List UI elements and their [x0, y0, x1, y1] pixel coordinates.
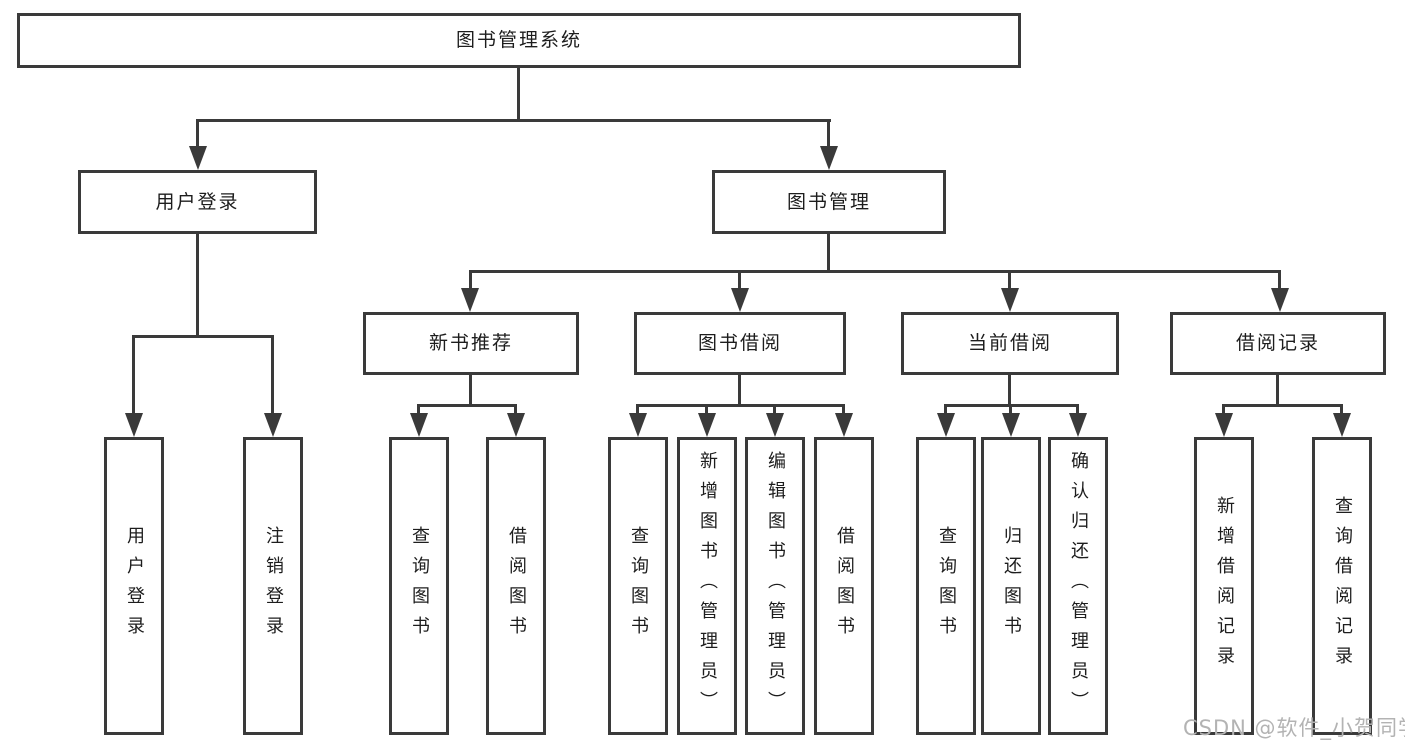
- leaf-newbook-query: 查询图书: [389, 437, 449, 735]
- node-new-book-recommend: 新书推荐: [363, 312, 579, 375]
- arrow-down-icon: [410, 413, 428, 437]
- connector-records-bus: [1222, 404, 1342, 407]
- node-user-login: 用户登录: [78, 170, 317, 234]
- watermark: CSDN @软件_小贺同学: [1183, 716, 1405, 740]
- arrow-down-icon: [820, 146, 838, 170]
- leaf-current-confirm-admin: 确认归还（管理员）: [1048, 437, 1108, 735]
- connector-currentborrow-stem: [1008, 373, 1011, 407]
- leaf-current-query: 查询图书: [916, 437, 976, 735]
- leaf-newbook-borrow: 借阅图书: [486, 437, 546, 735]
- connector-l1-bus: [196, 119, 831, 122]
- connector-l1-right-stem: [827, 119, 830, 151]
- arrow-down-icon: [1215, 413, 1233, 437]
- connector-currentborrow-c2: [1009, 404, 1012, 418]
- connector-records-c1: [1222, 404, 1225, 418]
- connector-userlogin-child1-stem: [132, 335, 135, 418]
- arrow-down-icon: [766, 413, 784, 437]
- connector-l2-stem-4: [1278, 270, 1281, 290]
- arrow-down-icon: [1271, 288, 1289, 312]
- arrow-down-icon: [1002, 413, 1020, 437]
- connector-bookmgmt-stem: [827, 232, 830, 273]
- leaf-user-login: 用户登录: [104, 437, 164, 735]
- arrow-down-icon: [125, 413, 143, 437]
- connector-newbook-bus: [417, 404, 517, 407]
- connector-bookborrow-stem: [738, 373, 741, 407]
- connector-bookborrow-c2: [705, 404, 708, 418]
- arrow-down-icon: [461, 288, 479, 312]
- arrow-down-icon: [264, 413, 282, 437]
- connector-currentborrow-c3: [1076, 404, 1079, 418]
- leaf-current-return: 归还图书: [981, 437, 1041, 735]
- connector-userlogin-child2-stem: [271, 335, 274, 418]
- connector-l2-stem-1: [469, 270, 472, 290]
- arrow-down-icon: [937, 413, 955, 437]
- leaf-borrow-edit-admin: 编辑图书（管理员）: [745, 437, 805, 735]
- connector-userlogin-bus: [132, 335, 274, 338]
- node-book-management: 图书管理: [712, 170, 946, 234]
- leaf-record-query: 查询借阅记录: [1312, 437, 1372, 735]
- connector-l2-bus: [469, 270, 1281, 273]
- leaf-borrow-borrow: 借阅图书: [814, 437, 874, 735]
- arrow-down-icon: [835, 413, 853, 437]
- arrow-down-icon: [189, 146, 207, 170]
- connector-records-stem: [1276, 373, 1279, 407]
- connector-bookborrow-c4: [842, 404, 845, 418]
- connector-userlogin-stem: [196, 232, 199, 338]
- connector-bookborrow-bus: [636, 404, 844, 407]
- arrow-down-icon: [1333, 413, 1351, 437]
- connector-root-stem: [517, 67, 520, 121]
- connector-newbook-stem: [469, 373, 472, 407]
- connector-l2-stem-3: [1008, 270, 1011, 290]
- node-borrow-records: 借阅记录: [1170, 312, 1386, 375]
- arrow-down-icon: [731, 288, 749, 312]
- connector-records-c2: [1340, 404, 1343, 418]
- connector-l1-left-stem: [196, 119, 199, 151]
- arrow-down-icon: [698, 413, 716, 437]
- connector-newbook-c1: [417, 404, 420, 418]
- node-root: 图书管理系统: [17, 13, 1021, 68]
- connector-currentborrow-c1: [944, 404, 947, 418]
- connector-newbook-c2: [514, 404, 517, 418]
- leaf-logout: 注销登录: [243, 437, 303, 735]
- node-current-borrow: 当前借阅: [901, 312, 1119, 375]
- arrow-down-icon: [1069, 413, 1087, 437]
- leaf-borrow-add-admin: 新增图书（管理员）: [677, 437, 737, 735]
- connector-l2-stem-2: [738, 270, 741, 290]
- connector-bookborrow-c3: [773, 404, 776, 418]
- node-book-borrow: 图书借阅: [634, 312, 846, 375]
- arrow-down-icon: [629, 413, 647, 437]
- arrow-down-icon: [1001, 288, 1019, 312]
- arrow-down-icon: [507, 413, 525, 437]
- connector-bookborrow-c1: [636, 404, 639, 418]
- leaf-record-add: 新增借阅记录: [1194, 437, 1254, 735]
- leaf-borrow-query: 查询图书: [608, 437, 668, 735]
